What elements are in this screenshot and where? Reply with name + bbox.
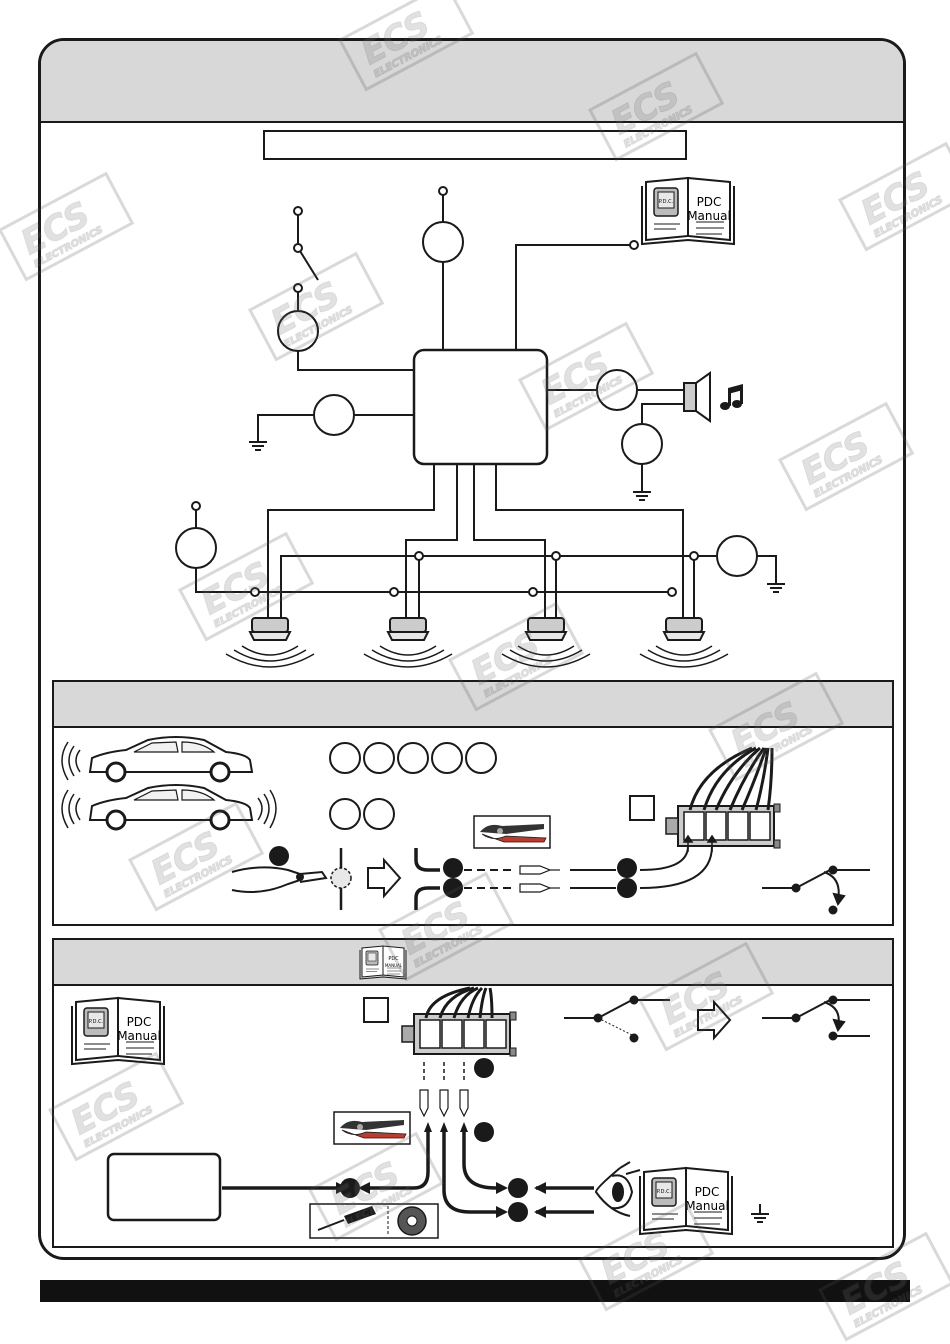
manual-top-line1: PDC	[697, 195, 722, 209]
manual-bottom-line2: Manual	[685, 1199, 729, 1213]
section-2-panel	[52, 680, 894, 926]
manual-top-device: P.D.C.	[659, 199, 674, 205]
tape-icon	[397, 1206, 427, 1236]
terminal-top-right	[629, 240, 639, 250]
harness-connector	[665, 803, 781, 849]
speaker-icon	[683, 371, 711, 423]
ground-icon-buzzer	[632, 481, 652, 501]
manual-small-line2: MANUAL	[385, 963, 403, 968]
eye-icon	[594, 1161, 641, 1217]
section-3-header	[54, 940, 892, 986]
connector-insert-arrows-2	[423, 1060, 465, 1080]
manual-book-icon-left: PDC Manual P.D.C.	[71, 997, 165, 1065]
manual-bottom-line1: PDC	[695, 1185, 720, 1199]
footer-bar	[40, 1280, 910, 1302]
terminal-top-left-1	[293, 206, 303, 216]
section-2-header	[54, 682, 892, 728]
sensor-count-circles	[329, 742, 497, 830]
screwdriver-icon	[317, 1206, 376, 1231]
step-dot	[617, 878, 637, 898]
control-unit-wiring	[175, 186, 777, 620]
music-note-icon	[720, 384, 743, 410]
main-frame	[38, 38, 906, 1260]
check-square-2	[363, 997, 389, 1023]
manual-small-line1: PDC	[388, 956, 399, 962]
terminal-top-center	[438, 186, 448, 196]
car-front-rear-sensing	[61, 783, 277, 831]
step-dot	[508, 1202, 528, 1222]
connector-insert-arrows	[682, 834, 718, 852]
manual-left-line1: PDC	[127, 1015, 152, 1029]
manual-top-line2: Manual	[687, 209, 731, 223]
connector-wires-upper	[688, 746, 774, 811]
manual-bottom-device: P.D.C.	[657, 1189, 672, 1195]
sensor-4	[639, 617, 729, 668]
section-3-panel	[52, 938, 894, 1248]
step-dot	[443, 878, 463, 898]
junction-terminals	[250, 551, 699, 597]
step-dot	[269, 846, 289, 866]
ground-icon-right	[766, 573, 786, 593]
crimp-tool-icon	[473, 815, 551, 849]
manual-left-line2: Manual	[117, 1029, 161, 1043]
step-dot	[474, 1122, 494, 1142]
check-square	[629, 795, 655, 821]
tools-box	[309, 1203, 439, 1239]
step-dot	[340, 1178, 360, 1198]
switch-icon-before	[564, 995, 670, 1043]
sensor-1	[225, 617, 315, 668]
switch-icon	[762, 865, 870, 915]
connector-wires-upper-2	[424, 986, 494, 1019]
terminal-top-left-2	[293, 243, 303, 253]
step-dot	[443, 858, 463, 878]
ground-icon-bottom	[750, 1203, 770, 1223]
step-dot	[508, 1178, 528, 1198]
wire-splice-group	[414, 848, 512, 910]
cut-wire-icon	[330, 848, 352, 910]
pliers-icon	[231, 866, 328, 893]
arrow-right-icon	[367, 857, 402, 899]
step-dot	[617, 858, 637, 878]
manual-left-device: P.D.C.	[89, 1019, 104, 1025]
terminal-left-feed	[191, 501, 201, 511]
top-label-box	[263, 130, 687, 160]
step-dot	[474, 1058, 494, 1078]
car-rear-sensing	[61, 735, 254, 783]
switch-icon-after	[762, 995, 870, 1041]
header-band	[41, 41, 903, 123]
harness-connector-2	[401, 1011, 517, 1057]
arrow-right-icon-2	[697, 999, 732, 1041]
crimp-tool-icon-2	[333, 1111, 411, 1145]
circle-node-left-feed	[175, 527, 217, 569]
control-unit-box	[412, 348, 549, 466]
manual-book-icon-bottom: PDC Manual P.D.C.	[639, 1167, 733, 1235]
manual-small-header-icon: PDC MANUAL	[359, 945, 407, 980]
circle-node-top-center	[422, 221, 464, 263]
circle-node-buzzer-ground	[621, 423, 663, 465]
sensor-2	[363, 617, 453, 668]
circle-node-left-ground	[313, 394, 355, 436]
manual-book-icon: PDC Manual P.D.C.	[641, 177, 735, 245]
crimp-terminal-icon	[519, 865, 560, 893]
device-box	[106, 1152, 222, 1222]
crimp-terminals-vertical	[419, 1089, 469, 1118]
circle-node-right-ground	[716, 535, 758, 577]
ground-icon	[248, 431, 268, 451]
